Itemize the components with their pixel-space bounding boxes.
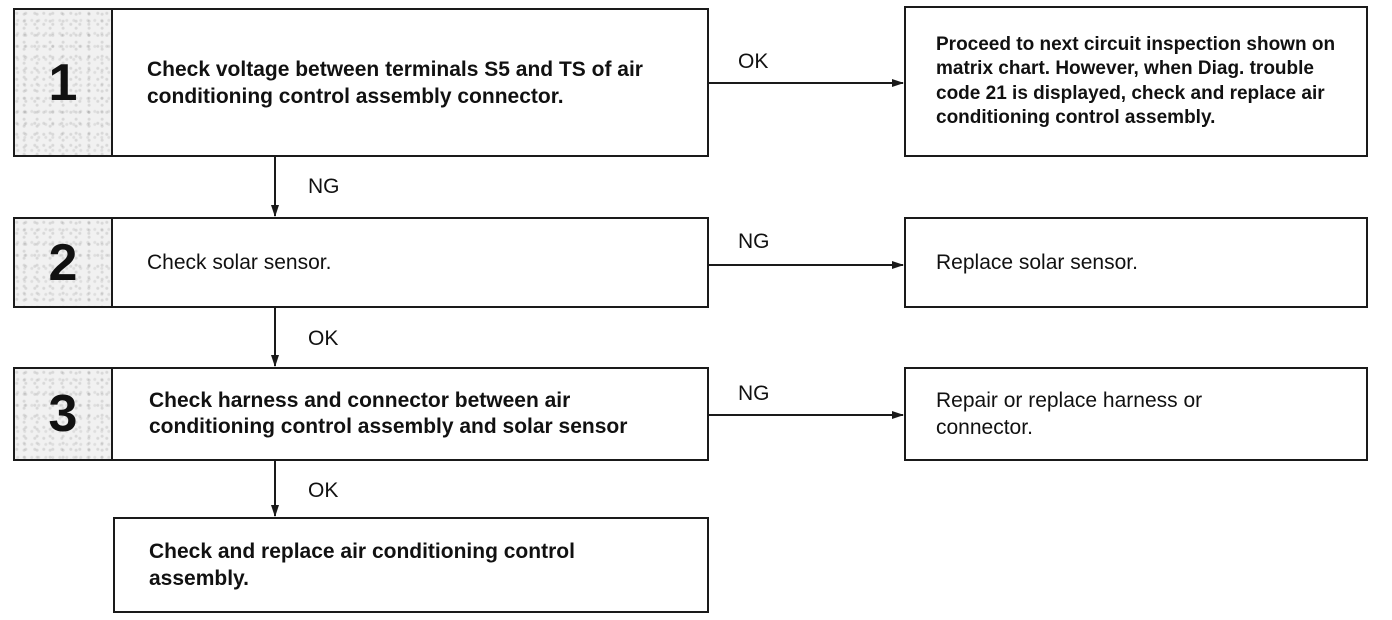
step-1-number: 1 — [48, 53, 78, 112]
label-step1-down: NG — [308, 175, 340, 198]
result-1-box: Proceed to next circuit inspection shown… — [904, 6, 1368, 157]
label-step3-down: OK — [308, 479, 339, 502]
label-step2-down: OK — [308, 327, 339, 350]
step-2-number-cell: 2 — [15, 219, 113, 306]
step-2-number: 2 — [48, 233, 78, 292]
result-2-text: Replace solar sensor. — [936, 251, 1138, 274]
step-2-box: 2 Check solar sensor. — [13, 217, 709, 308]
result-3-box: Repair or replace harness or connector. — [904, 367, 1368, 461]
step-3-number-cell: 3 — [15, 369, 113, 459]
step-2-text: Check solar sensor. — [147, 251, 332, 274]
step-3-box: 3 Check harness and connector between ai… — [13, 367, 709, 461]
step-1-box: 1 Check voltage between terminals S5 and… — [13, 8, 709, 157]
result-3-text: Repair or replace harness or connector. — [936, 389, 1203, 439]
final-action-box: Check and replace air conditioning contr… — [113, 517, 709, 613]
step-3-text: Check harness and connector between air … — [149, 389, 628, 438]
result-2-box: Replace solar sensor. — [904, 217, 1368, 308]
final-action-text: Check and replace air conditioning contr… — [149, 540, 575, 590]
step-3-number: 3 — [48, 385, 78, 443]
result-1-text: Proceed to next circuit inspection shown… — [936, 33, 1336, 129]
step-1-number-cell: 1 — [15, 10, 113, 155]
step-1-text: Check voltage between terminals S5 and T… — [147, 57, 643, 108]
label-step1-right: OK — [738, 50, 769, 73]
label-step3-right: NG — [738, 382, 770, 405]
label-step2-right: NG — [738, 230, 770, 253]
